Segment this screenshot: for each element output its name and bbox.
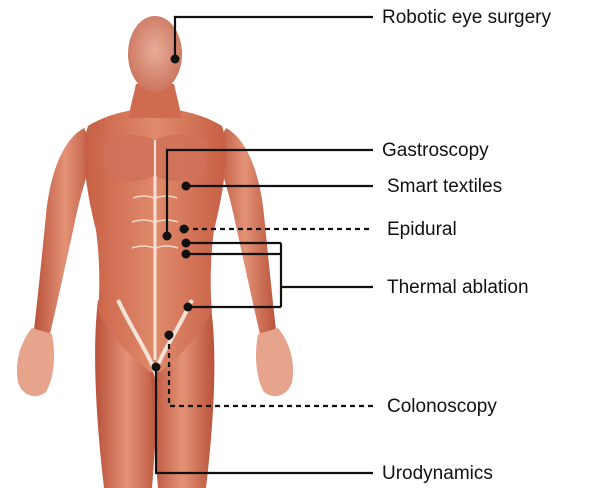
marker-chest: [182, 182, 191, 191]
label-robotic-eye-surgery: Robotic eye surgery: [382, 7, 551, 28]
left-hand: [17, 328, 54, 396]
right-hand: [256, 328, 293, 396]
marker-epidural: [180, 225, 189, 234]
chest-muscles-right: [156, 135, 208, 181]
connector-robotic-eye-surgery: [175, 17, 373, 59]
marker-bladder: [152, 363, 161, 372]
marker-colon: [165, 331, 174, 340]
marker-ablation-1: [182, 239, 191, 248]
marker-ablation-2: [182, 250, 191, 259]
labels: Robotic eye surgery Gastroscopy Smart te…: [382, 7, 551, 484]
label-colonoscopy: Colonoscopy: [387, 396, 497, 417]
label-smart-textiles: Smart textiles: [387, 176, 502, 197]
label-thermal-ablation: Thermal ablation: [387, 277, 529, 298]
connector-thermal-ablation: [186, 243, 373, 307]
marker-ablation-3: [184, 303, 193, 312]
label-gastroscopy: Gastroscopy: [382, 140, 489, 161]
label-epidural: Epidural: [387, 219, 457, 240]
marker-eye: [171, 55, 180, 64]
label-urodynamics: Urodynamics: [382, 463, 493, 484]
chest-muscles: [102, 135, 154, 181]
marker-stomach: [163, 232, 172, 241]
